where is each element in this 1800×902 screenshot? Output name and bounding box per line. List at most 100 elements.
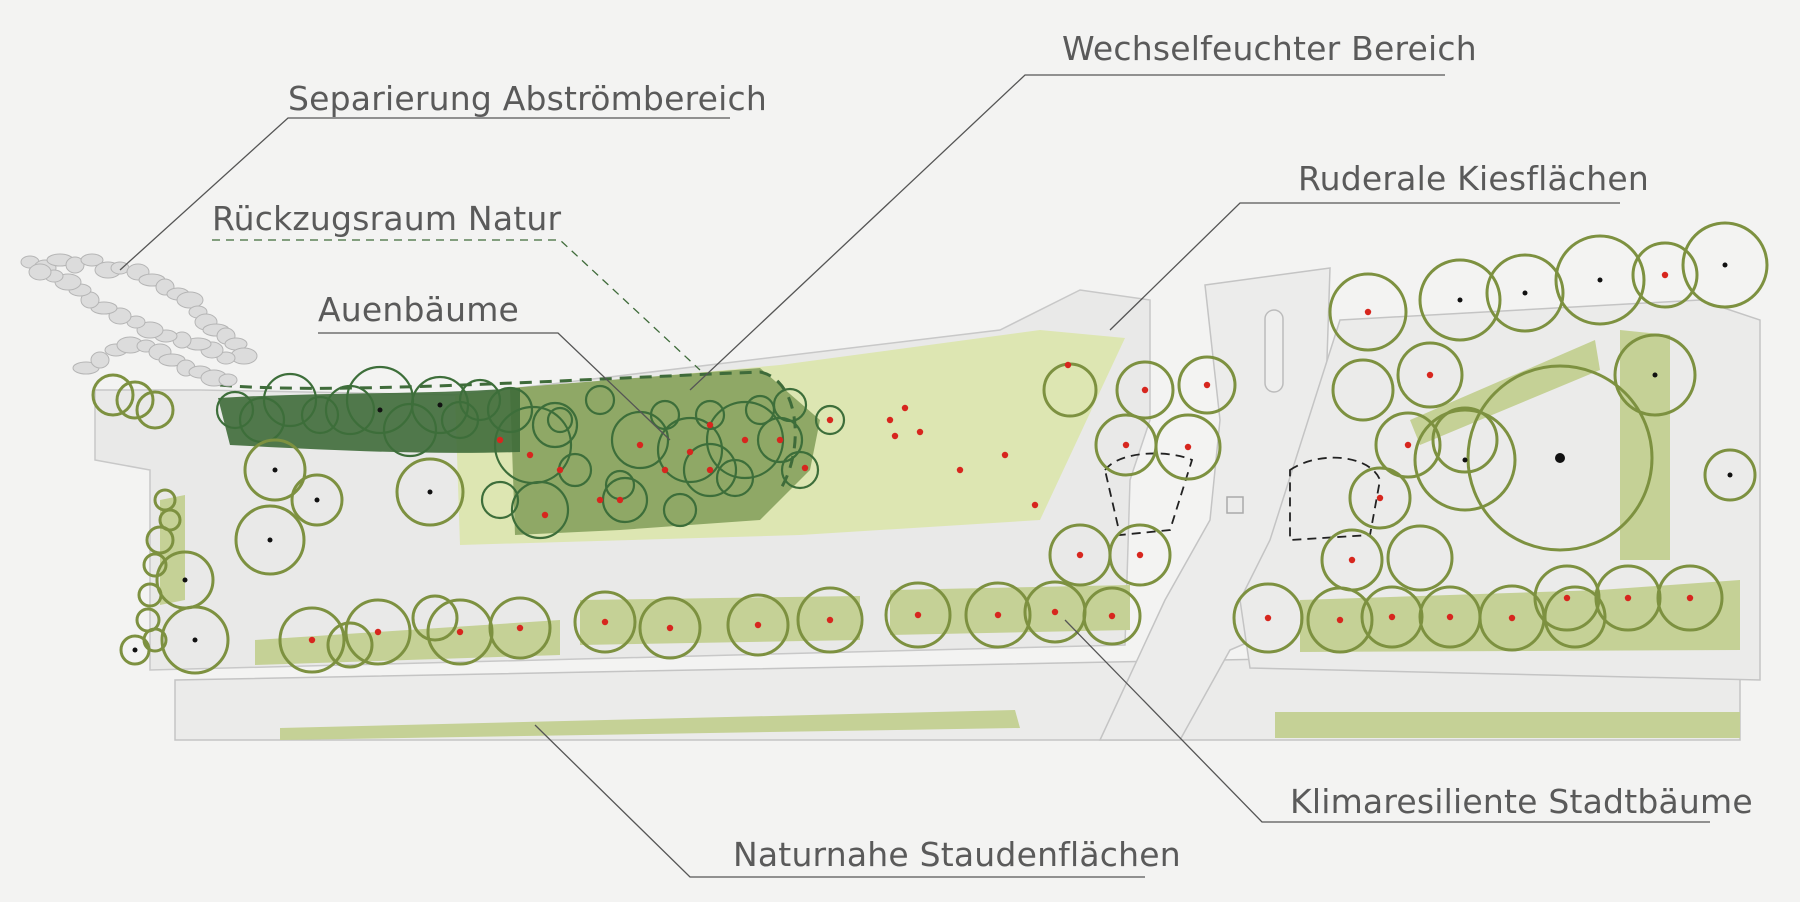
perennial-strip-row-mid	[580, 596, 860, 645]
city-tree-canopy	[135, 390, 175, 430]
new-tree-marker	[636, 441, 644, 449]
new-tree-marker	[1446, 613, 1454, 621]
new-tree-marker	[516, 624, 524, 632]
new-tree-marker	[1264, 614, 1272, 622]
retreat-zone-boundary	[219, 370, 797, 491]
new-tree-marker	[1348, 556, 1356, 564]
perennial-diagonal-2	[1620, 330, 1670, 560]
new-tree-marker	[1122, 441, 1130, 449]
gravel-stone	[80, 253, 104, 267]
gravel-stone	[216, 351, 236, 365]
new-tree-marker	[1108, 612, 1116, 620]
label-naturnahe-staudenflaechen: Naturnahe Staudenflächen	[733, 835, 1181, 874]
new-tree-marker	[661, 466, 669, 474]
new-tree-marker	[1136, 551, 1144, 559]
perennial-strip-street-right	[1275, 712, 1740, 738]
new-tree-marker	[374, 628, 382, 636]
city-tree-canopy	[796, 586, 864, 654]
new-tree-marker	[754, 621, 762, 629]
label-wechselfeuchter-bereich: Wechselfeuchter Bereich	[1062, 29, 1477, 68]
city-tree-canopy	[638, 596, 702, 660]
riparian-tree-canopy	[584, 384, 616, 416]
leader-ruderal	[1109, 202, 1620, 331]
city-tree-canopy	[1108, 523, 1172, 587]
road-manhole	[1226, 496, 1244, 514]
new-tree-marker	[1508, 614, 1516, 622]
city-tree-canopy	[573, 590, 637, 654]
new-tree-marker	[1064, 361, 1072, 369]
city-tree-canopy	[1154, 413, 1222, 481]
city-tree-canopy	[1431, 406, 1499, 474]
existing-tree-marker	[267, 537, 273, 543]
city-tree-canopy	[1533, 564, 1601, 632]
city-tree-canopy	[142, 552, 168, 578]
new-tree-marker	[826, 416, 834, 424]
gravel-stone	[218, 373, 238, 387]
perennial-strip-row-east	[890, 585, 1130, 635]
city-tree-canopy	[1396, 341, 1464, 409]
city-tree-canopy	[91, 373, 135, 417]
new-tree-marker	[901, 404, 909, 412]
new-tree-marker	[1001, 451, 1009, 459]
riparian-tree-canopy	[531, 401, 579, 449]
new-tree-marker	[801, 464, 809, 472]
city-tree-canopy	[726, 593, 790, 657]
city-tree-canopy	[1082, 586, 1142, 646]
city-tree-canopy	[1360, 585, 1424, 649]
existing-tree-marker	[1722, 262, 1728, 268]
gravel-stones	[20, 253, 258, 387]
riparian-tree-canopy	[262, 372, 318, 428]
city-tree-canopy	[326, 621, 374, 669]
leader-wechselfeucht	[689, 74, 1445, 391]
new-tree-marker	[741, 436, 749, 444]
new-tree-marker	[1364, 308, 1372, 316]
city-tree-canopy	[1348, 466, 1412, 530]
riparian-tree-canopy	[780, 450, 820, 490]
existing-tree-marker	[437, 402, 443, 408]
riparian-tree-canopy	[382, 402, 438, 458]
new-tree-marker	[666, 624, 674, 632]
new-tree-marker	[886, 416, 894, 424]
gravel-stone	[28, 263, 52, 281]
riparian-band	[218, 388, 520, 453]
new-tree-marker	[916, 428, 924, 436]
city-tree-canopy	[1232, 582, 1304, 654]
city-tree-canopy	[1631, 241, 1699, 309]
existing-tree-marker	[132, 647, 138, 653]
city-tree-canopy	[1328, 272, 1408, 352]
existing-tree-marker	[1652, 372, 1658, 378]
new-tree-marker	[1388, 613, 1396, 621]
city-tree-canopy	[344, 598, 412, 666]
label-separierung-abstroembereich: Separierung Abströmbereich	[288, 79, 767, 118]
label-auenbaeume: Auenbäume	[318, 290, 520, 329]
new-tree-marker	[1203, 381, 1211, 389]
new-tree-marker	[601, 618, 609, 626]
riparian-tree-canopy	[682, 442, 738, 498]
new-tree-marker	[706, 466, 714, 474]
city-tree-canopy	[1306, 586, 1374, 654]
existing-tree-marker	[1462, 457, 1468, 463]
new-tree-marker	[308, 636, 316, 644]
riparian-tree-canopy	[656, 416, 724, 484]
leader-stauden	[534, 724, 1145, 878]
gravel-stone	[90, 351, 110, 369]
existing-tree-marker	[427, 489, 433, 495]
gravel-area-boundary-2	[1289, 456, 1381, 541]
road-island	[1264, 309, 1284, 393]
city-tree-canopy	[1177, 355, 1237, 415]
city-tree-canopy	[1554, 234, 1646, 326]
leader-lines	[119, 74, 1710, 878]
new-tree-marker	[1336, 616, 1344, 624]
existing-tree-marker	[192, 637, 198, 643]
city-tree-canopy	[884, 581, 952, 649]
label-ruderale-kiesflaechen: Ruderale Kiesflächen	[1298, 159, 1649, 198]
riparian-tree-canopy	[458, 378, 502, 422]
gravel-stone	[65, 256, 85, 274]
riparian-tree-canopy	[300, 395, 340, 435]
riparian-tree-canopy	[715, 458, 755, 498]
city-tree-canopy	[1331, 358, 1395, 422]
new-tree-marker	[1076, 551, 1084, 559]
new-tree-marker	[1426, 371, 1434, 379]
existing-tree-marker	[1597, 277, 1603, 283]
